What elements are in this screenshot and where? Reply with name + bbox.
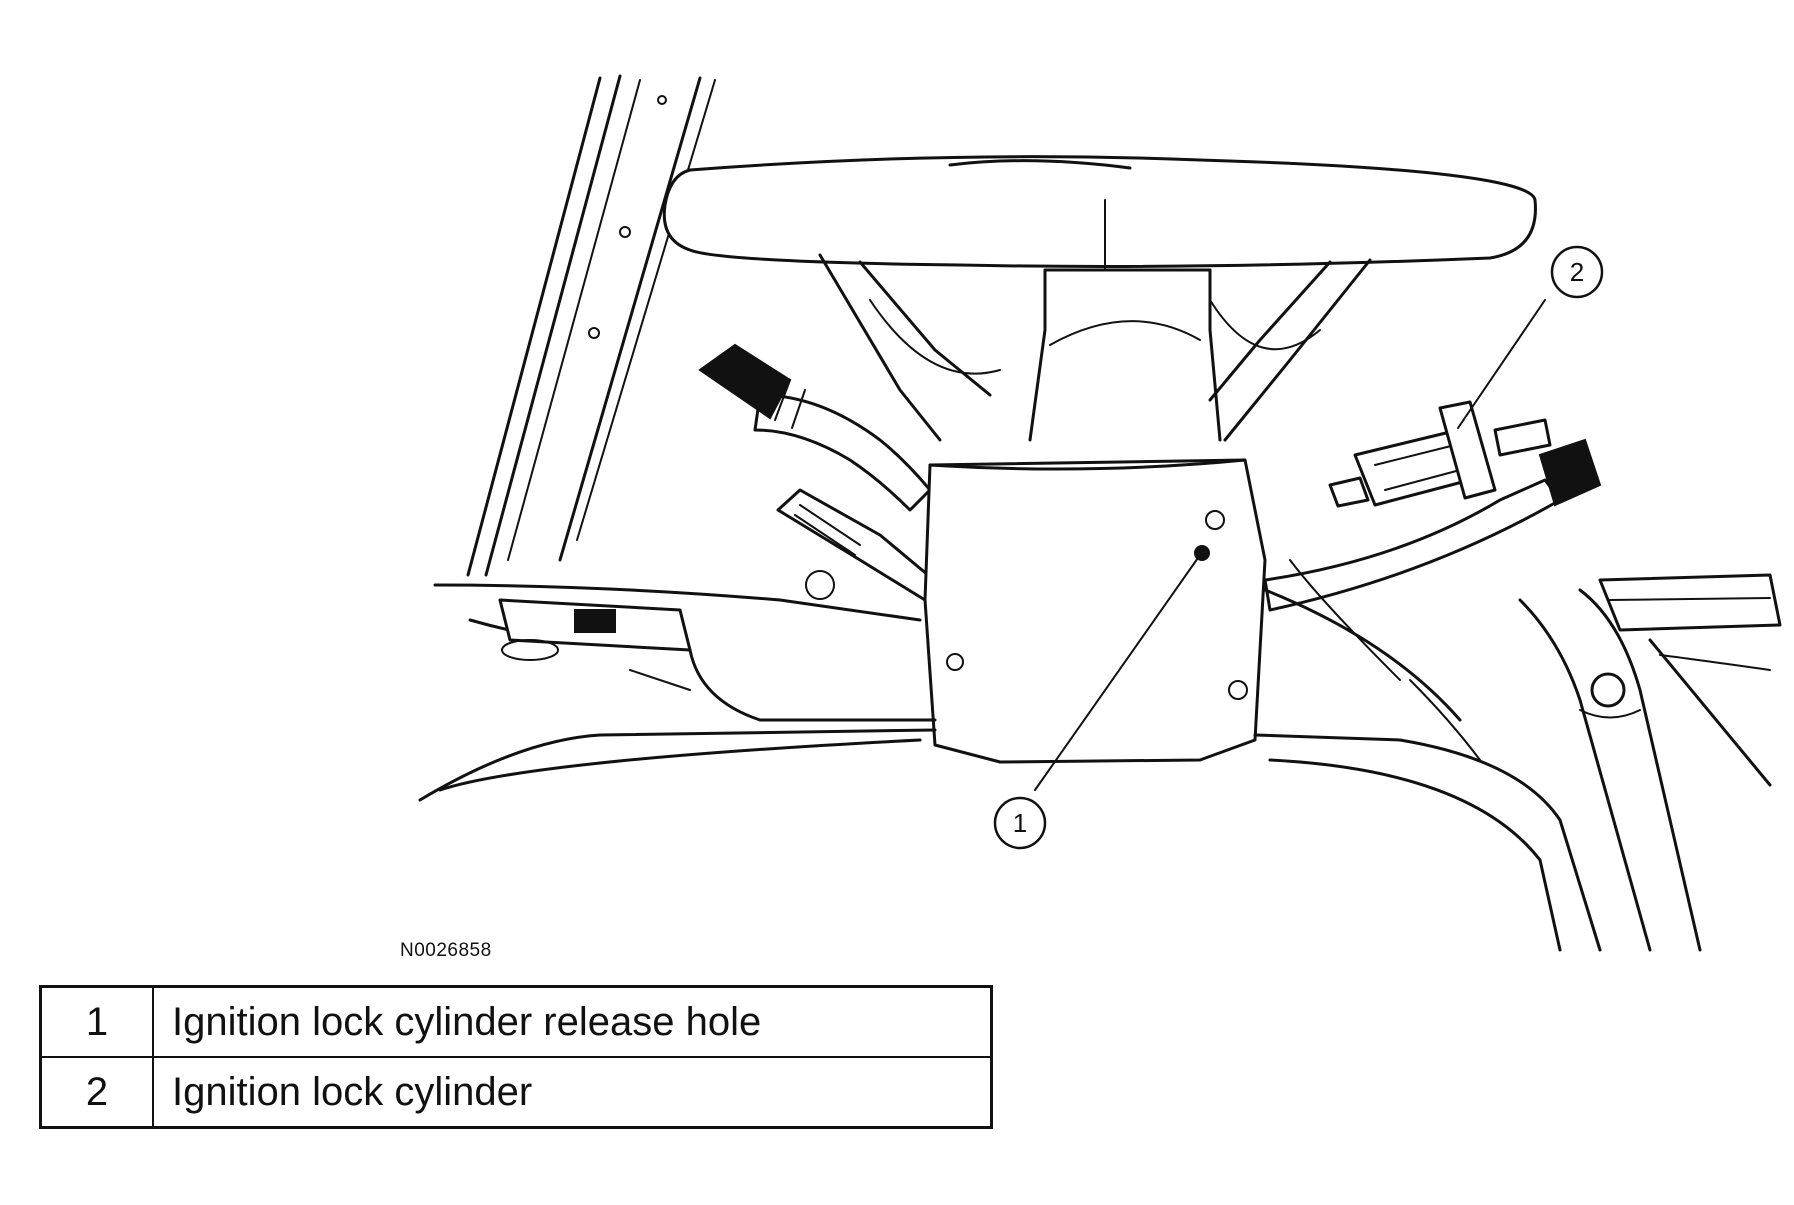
- ignition-lock-cylinder: [1328, 400, 1552, 508]
- callout-legend-table: 1 Ignition lock cylinder release hole 2 …: [39, 985, 993, 1129]
- leader-line-1: [1034, 554, 1201, 791]
- legend-description: Ignition lock cylinder: [152, 1056, 993, 1129]
- legend-row: 1 Ignition lock cylinder release hole: [39, 985, 993, 1058]
- legend-number: 1: [39, 985, 154, 1058]
- callout-1: 1: [993, 796, 1047, 850]
- svg-text:2: 2: [1570, 257, 1584, 287]
- callout-2: 2: [1550, 245, 1604, 299]
- svg-text:1: 1: [1013, 808, 1027, 838]
- leader-line-2: [1457, 299, 1546, 429]
- legend-row: 2 Ignition lock cylinder: [39, 1056, 993, 1129]
- right-stalk: [1263, 438, 1602, 612]
- legend-description: Ignition lock cylinder release hole: [152, 985, 993, 1058]
- wiper-stalk: [776, 488, 942, 602]
- legend-number: 2: [39, 1056, 154, 1129]
- instrument-panel: [418, 559, 1782, 952]
- figure-id: N0026858: [400, 940, 492, 961]
- a-pillar: [466, 74, 716, 577]
- steering-wheel: [662, 155, 1537, 442]
- column-shroud: [805, 458, 1267, 764]
- turn-signal-stalk: [698, 343, 932, 512]
